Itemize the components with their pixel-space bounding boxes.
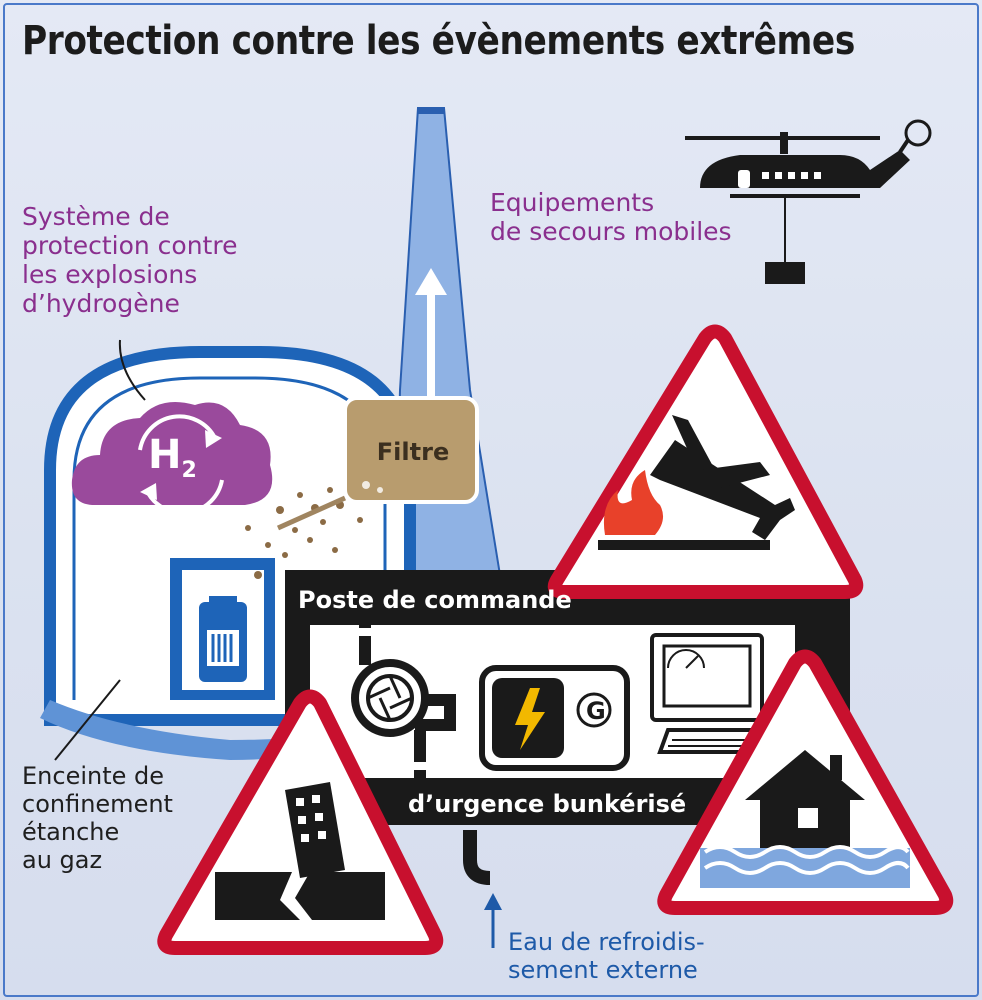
cooling-water-label: Eau de refroidis- sement externe (508, 928, 705, 984)
recycle-arrows-icon (146, 479, 224, 515)
pointer-containment (54, 679, 121, 761)
warning-sign-airplane-crash (547, 324, 864, 599)
mobile-equipment-label: Equipements de secours mobiles (490, 188, 732, 246)
hydrogen-cloud (71, 401, 273, 515)
command-post-label-top: Poste de commande (298, 586, 572, 614)
helicopter-icon (685, 119, 932, 284)
command-post-label-bottom: d’urgence bunkérisé (408, 790, 687, 818)
warning-sign-flood (657, 649, 954, 915)
filter-box (343, 396, 479, 504)
filter-label: Filtre (376, 438, 450, 466)
generator-icon (479, 665, 630, 771)
hydrogen-system-label: Système de protection contre les explosi… (22, 202, 238, 318)
generator-letter: G (586, 697, 606, 725)
flood-house-icon (700, 750, 910, 888)
h2-label: H2 (148, 432, 197, 483)
lightning-icon (515, 688, 545, 750)
exhaust-arrow-icon (415, 268, 447, 295)
pointer-hydrogen (118, 339, 146, 401)
fire-icon (603, 470, 664, 535)
earthquake-building-icon (215, 782, 385, 920)
airplane-crash-icon (650, 415, 795, 540)
page-title: Protection contre les évènements extrême… (22, 18, 855, 64)
pump-icon (351, 625, 491, 885)
filter-pipe (276, 495, 347, 531)
reactor-icon (170, 558, 275, 700)
containment-label: Enceinte de confinement étanche au gaz (22, 762, 173, 874)
warning-sign-earthquake (157, 689, 444, 955)
page-border (3, 3, 979, 997)
